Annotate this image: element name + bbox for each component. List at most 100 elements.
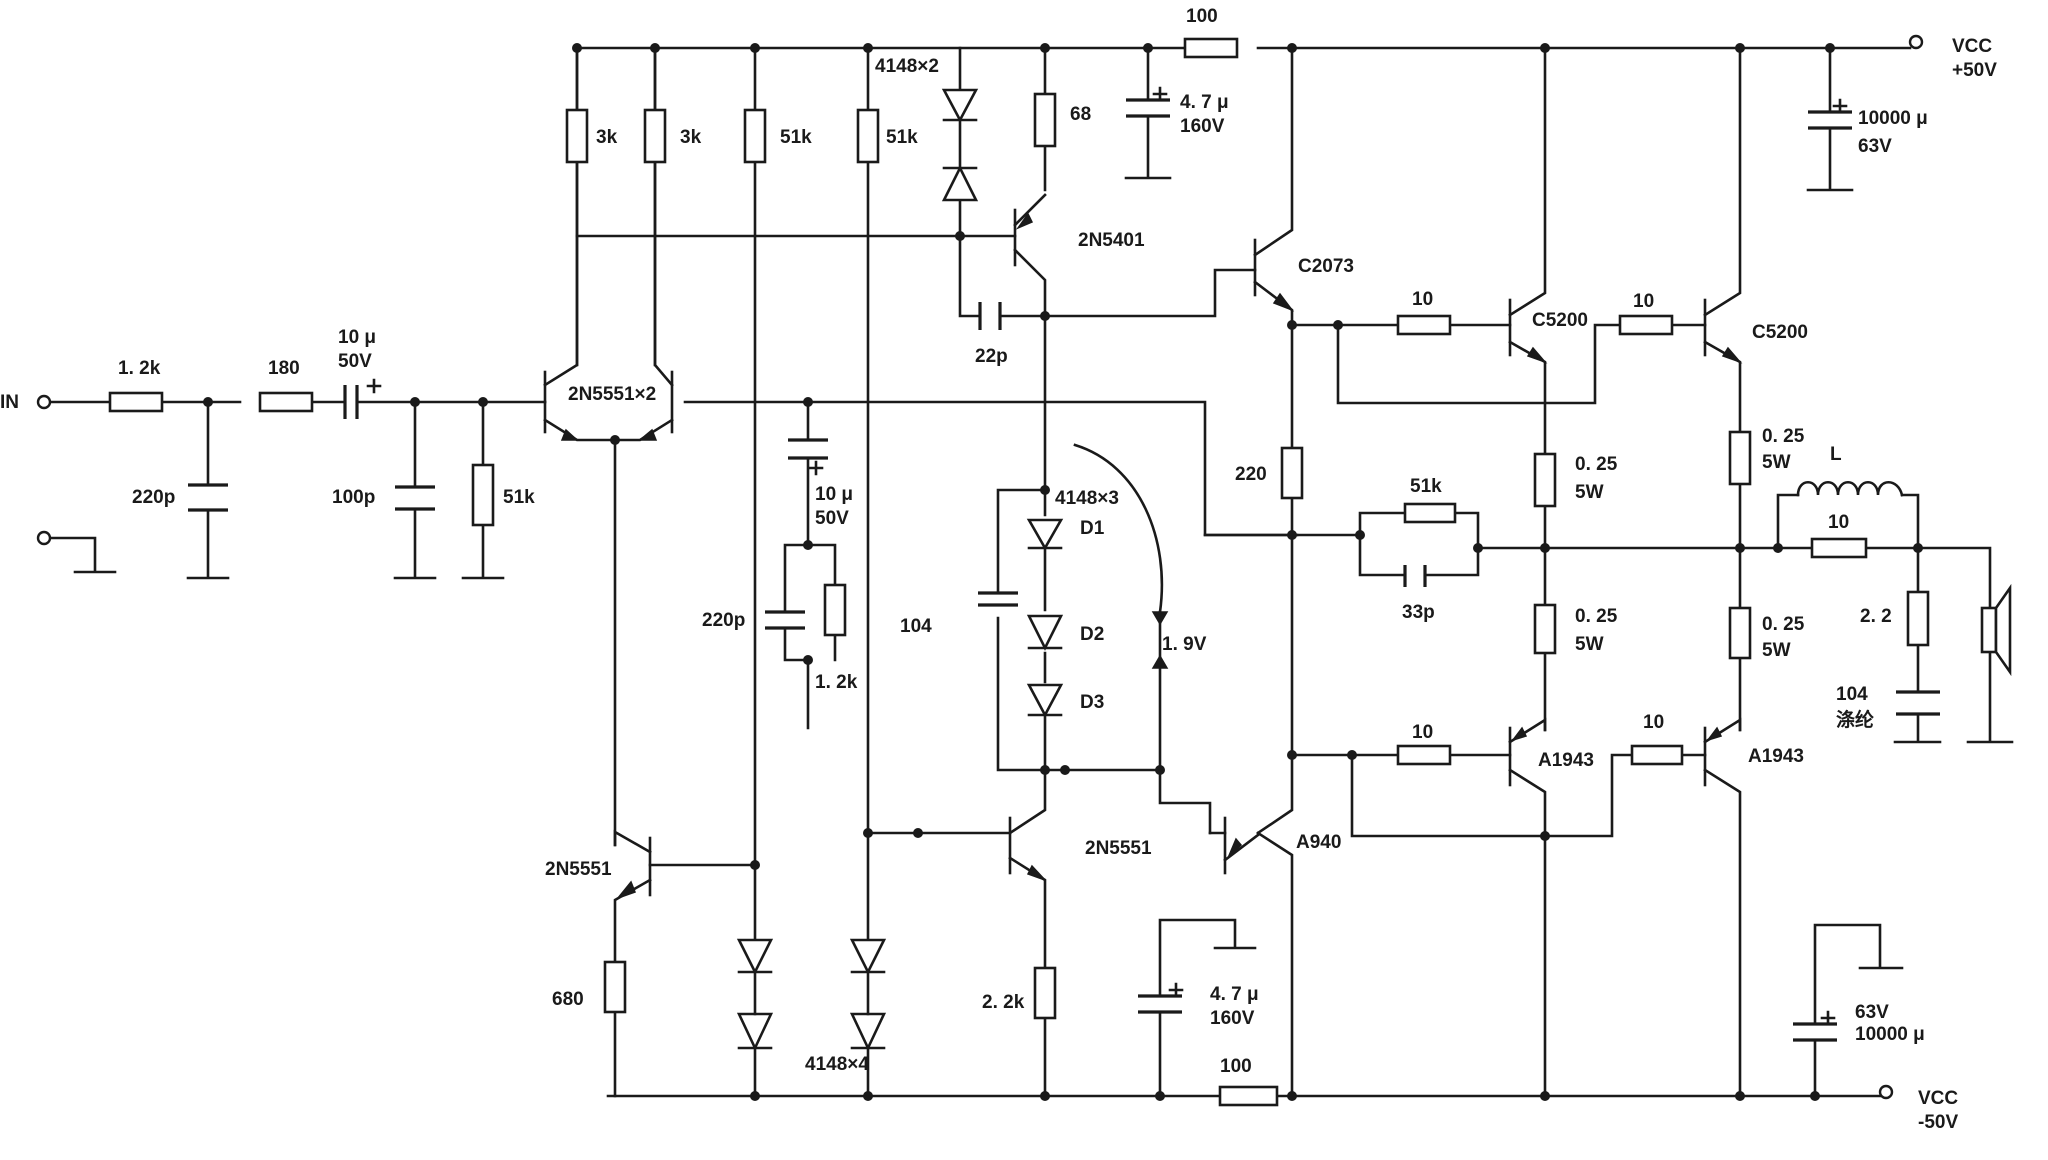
diode-d2 <box>1026 614 1064 651</box>
label-r-025-d-w: 5W <box>1762 640 1791 661</box>
label-v-1v9: 1. 9V <box>1162 634 1207 655</box>
label-q-a1943-a: A1943 <box>1538 750 1594 771</box>
resistor-10-a <box>1396 314 1452 336</box>
label-r-10-c: 10 <box>1412 722 1433 743</box>
label-q-2n5551-cs: 2N5551 <box>1085 838 1152 859</box>
speaker-icon <box>1980 583 2012 677</box>
resistor-1k2-in <box>108 391 164 413</box>
resistor-2k2 <box>1033 966 1057 1020</box>
label-c-220p-in: 220p <box>132 487 175 508</box>
transistor-arrows <box>560 212 1743 900</box>
label-vcc-pos: VCC <box>1952 36 1992 57</box>
label-r-025-b: 0. 25 <box>1762 426 1805 447</box>
label-d1: D1 <box>1080 518 1105 539</box>
label-r-025-c-w: 5W <box>1575 634 1604 655</box>
label-c-104: 104 <box>900 616 932 637</box>
capacitor-4u7-top <box>1126 86 1170 118</box>
label-q-c2073: C2073 <box>1298 256 1354 277</box>
diode-4148-b <box>941 165 979 202</box>
capacitor-4u7-bot <box>1138 982 1184 1014</box>
ground-terminal <box>36 530 52 546</box>
label-r-220: 220 <box>1235 464 1267 485</box>
label-r-51k-a: 51k <box>780 127 812 148</box>
label-c-33p: 33p <box>1402 602 1435 623</box>
label-d-4148x2: 4148×2 <box>875 56 939 77</box>
label-r-2-2: 2. 2 <box>1860 606 1892 627</box>
label-c-22p: 22p <box>975 346 1008 367</box>
capacitor-100p <box>395 485 435 511</box>
capacitor-220p-fb <box>765 610 805 630</box>
diode-4148-d <box>736 1012 774 1052</box>
label-r-68: 68 <box>1070 104 1091 125</box>
label-r-51k-b: 51k <box>886 127 918 148</box>
label-d-4148x3: 4148×3 <box>1055 488 1119 509</box>
label-vcc-pos-v: +50V <box>1952 60 1997 81</box>
junctions <box>203 43 1923 1101</box>
resistor-1k2-fb <box>823 583 847 637</box>
resistor-680 <box>603 960 627 1014</box>
diode-4148-c <box>736 938 774 975</box>
label-q-a940: A940 <box>1296 832 1341 853</box>
label-vcc-neg: VCC <box>1918 1088 1958 1109</box>
resistors <box>108 37 1930 1107</box>
label-r-2k2: 2. 2k <box>982 992 1025 1013</box>
label-r-100-top: 100 <box>1186 6 1218 27</box>
label-c-10u-in: 10 μ <box>338 327 376 348</box>
label-r-1k2-fb: 1. 2k <box>815 672 858 693</box>
label-l: L <box>1830 444 1842 465</box>
resistor-220 <box>1280 446 1304 500</box>
resistor-3k-a <box>565 108 589 164</box>
label-r-025-a: 0. 25 <box>1575 454 1618 475</box>
capacitor-220p-in <box>188 483 228 512</box>
resistor-51k-fb <box>1403 502 1457 524</box>
label-vcc-neg-v: -50V <box>1918 1112 1958 1133</box>
label-c-104-out: 104 <box>1836 684 1868 705</box>
label-r-025-b-w: 5W <box>1762 452 1791 473</box>
capacitor-22p <box>978 302 1002 330</box>
label-q-2n5401: 2N5401 <box>1078 230 1145 251</box>
diode-d1 <box>1026 518 1064 551</box>
label-d-4148x4: 4148×4 <box>805 1054 869 1075</box>
label-c-10u-fb-v: 50V <box>815 508 849 529</box>
label-r-180: 180 <box>268 358 300 379</box>
vcc-pos-terminal <box>1908 34 1924 50</box>
label-c-10u-in-v: 50V <box>338 351 372 372</box>
label-c-4u7-top-v: 160V <box>1180 116 1225 137</box>
label-r-3k-a: 3k <box>596 127 618 148</box>
resistor-180 <box>258 391 314 413</box>
label-r-025-c: 0. 25 <box>1575 606 1618 627</box>
label-c-10u-fb: 10 μ <box>815 484 853 505</box>
resistor-51k-a <box>743 108 767 164</box>
label-r-51k-fb: 51k <box>1410 476 1442 497</box>
resistor-51k-b <box>856 108 880 164</box>
label-d3: D3 <box>1080 692 1104 713</box>
resistor-100-top <box>1183 37 1239 59</box>
label-r-025-a-w: 5W <box>1575 482 1604 503</box>
resistor-025-d <box>1728 606 1752 660</box>
label-q-a1943-b: A1943 <box>1748 746 1804 767</box>
capacitor-10000u-top <box>1808 98 1852 130</box>
resistor-025-b <box>1728 430 1752 486</box>
input-terminal <box>36 394 52 410</box>
resistor-025-c <box>1533 603 1557 655</box>
label-c-220p-fb: 220p <box>702 610 745 631</box>
label-q-diff: 2N5551×2 <box>568 384 656 405</box>
inductor-l <box>1796 480 1904 497</box>
diodes <box>736 88 1064 1052</box>
label-r-10-b: 10 <box>1633 291 1654 312</box>
resistor-10-b <box>1618 314 1674 336</box>
label-d2: D2 <box>1080 624 1104 645</box>
label-r-10-d: 10 <box>1643 712 1664 733</box>
resistor-10-out <box>1810 537 1868 559</box>
resistor-51k-in <box>471 463 495 527</box>
label-r-10-out: 10 <box>1828 512 1849 533</box>
capacitor-104 <box>978 591 1018 607</box>
diode-4148-e <box>849 938 887 975</box>
label-c-104-out-type: 涤纶 <box>1836 708 1874 731</box>
label-c-100p: 100p <box>332 487 375 508</box>
label-c-10000-bot-v: 63V <box>1855 1002 1889 1023</box>
capacitor-10u-fb <box>788 438 828 476</box>
wires <box>48 46 2014 1098</box>
label-c-4u7-bot: 4. 7 μ <box>1210 984 1259 1005</box>
